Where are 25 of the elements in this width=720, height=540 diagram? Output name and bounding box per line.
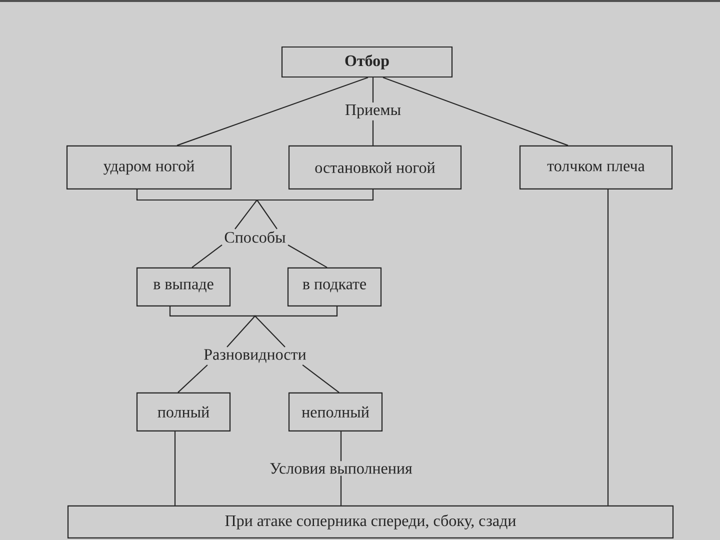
- connector-line: [254, 306, 338, 348]
- connector-line: [136, 190, 258, 230]
- text-box: толчком плеча: [519, 145, 673, 190]
- text-label: Способы: [224, 231, 286, 243]
- connector-line: [256, 190, 374, 230]
- connector-line: [169, 306, 256, 348]
- connector-line: [607, 190, 609, 506]
- connector-line: [288, 244, 328, 268]
- edge-label: Приемы: [342, 102, 404, 120]
- connector-line: [192, 244, 222, 268]
- text-box: ударом ногой: [66, 145, 232, 190]
- connector-line: [178, 364, 208, 393]
- connector-line: [176, 77, 368, 146]
- text-box: неполный: [288, 392, 383, 432]
- text-box: в подкате: [287, 267, 382, 307]
- text-box: При атаке соперника спереди, сбоку, сзади: [67, 505, 674, 539]
- text-box: Отбор: [281, 46, 453, 78]
- text-box: полный: [136, 392, 231, 432]
- text-label: Разновидности: [204, 349, 306, 363]
- edge-label: Условия выполнения: [268, 461, 414, 476]
- connector-line: [174, 432, 176, 506]
- text-box: в выпаде: [136, 267, 231, 307]
- connector-line: [382, 77, 568, 146]
- text-box: остановкой ногой: [288, 145, 462, 190]
- connector-line: [302, 364, 340, 393]
